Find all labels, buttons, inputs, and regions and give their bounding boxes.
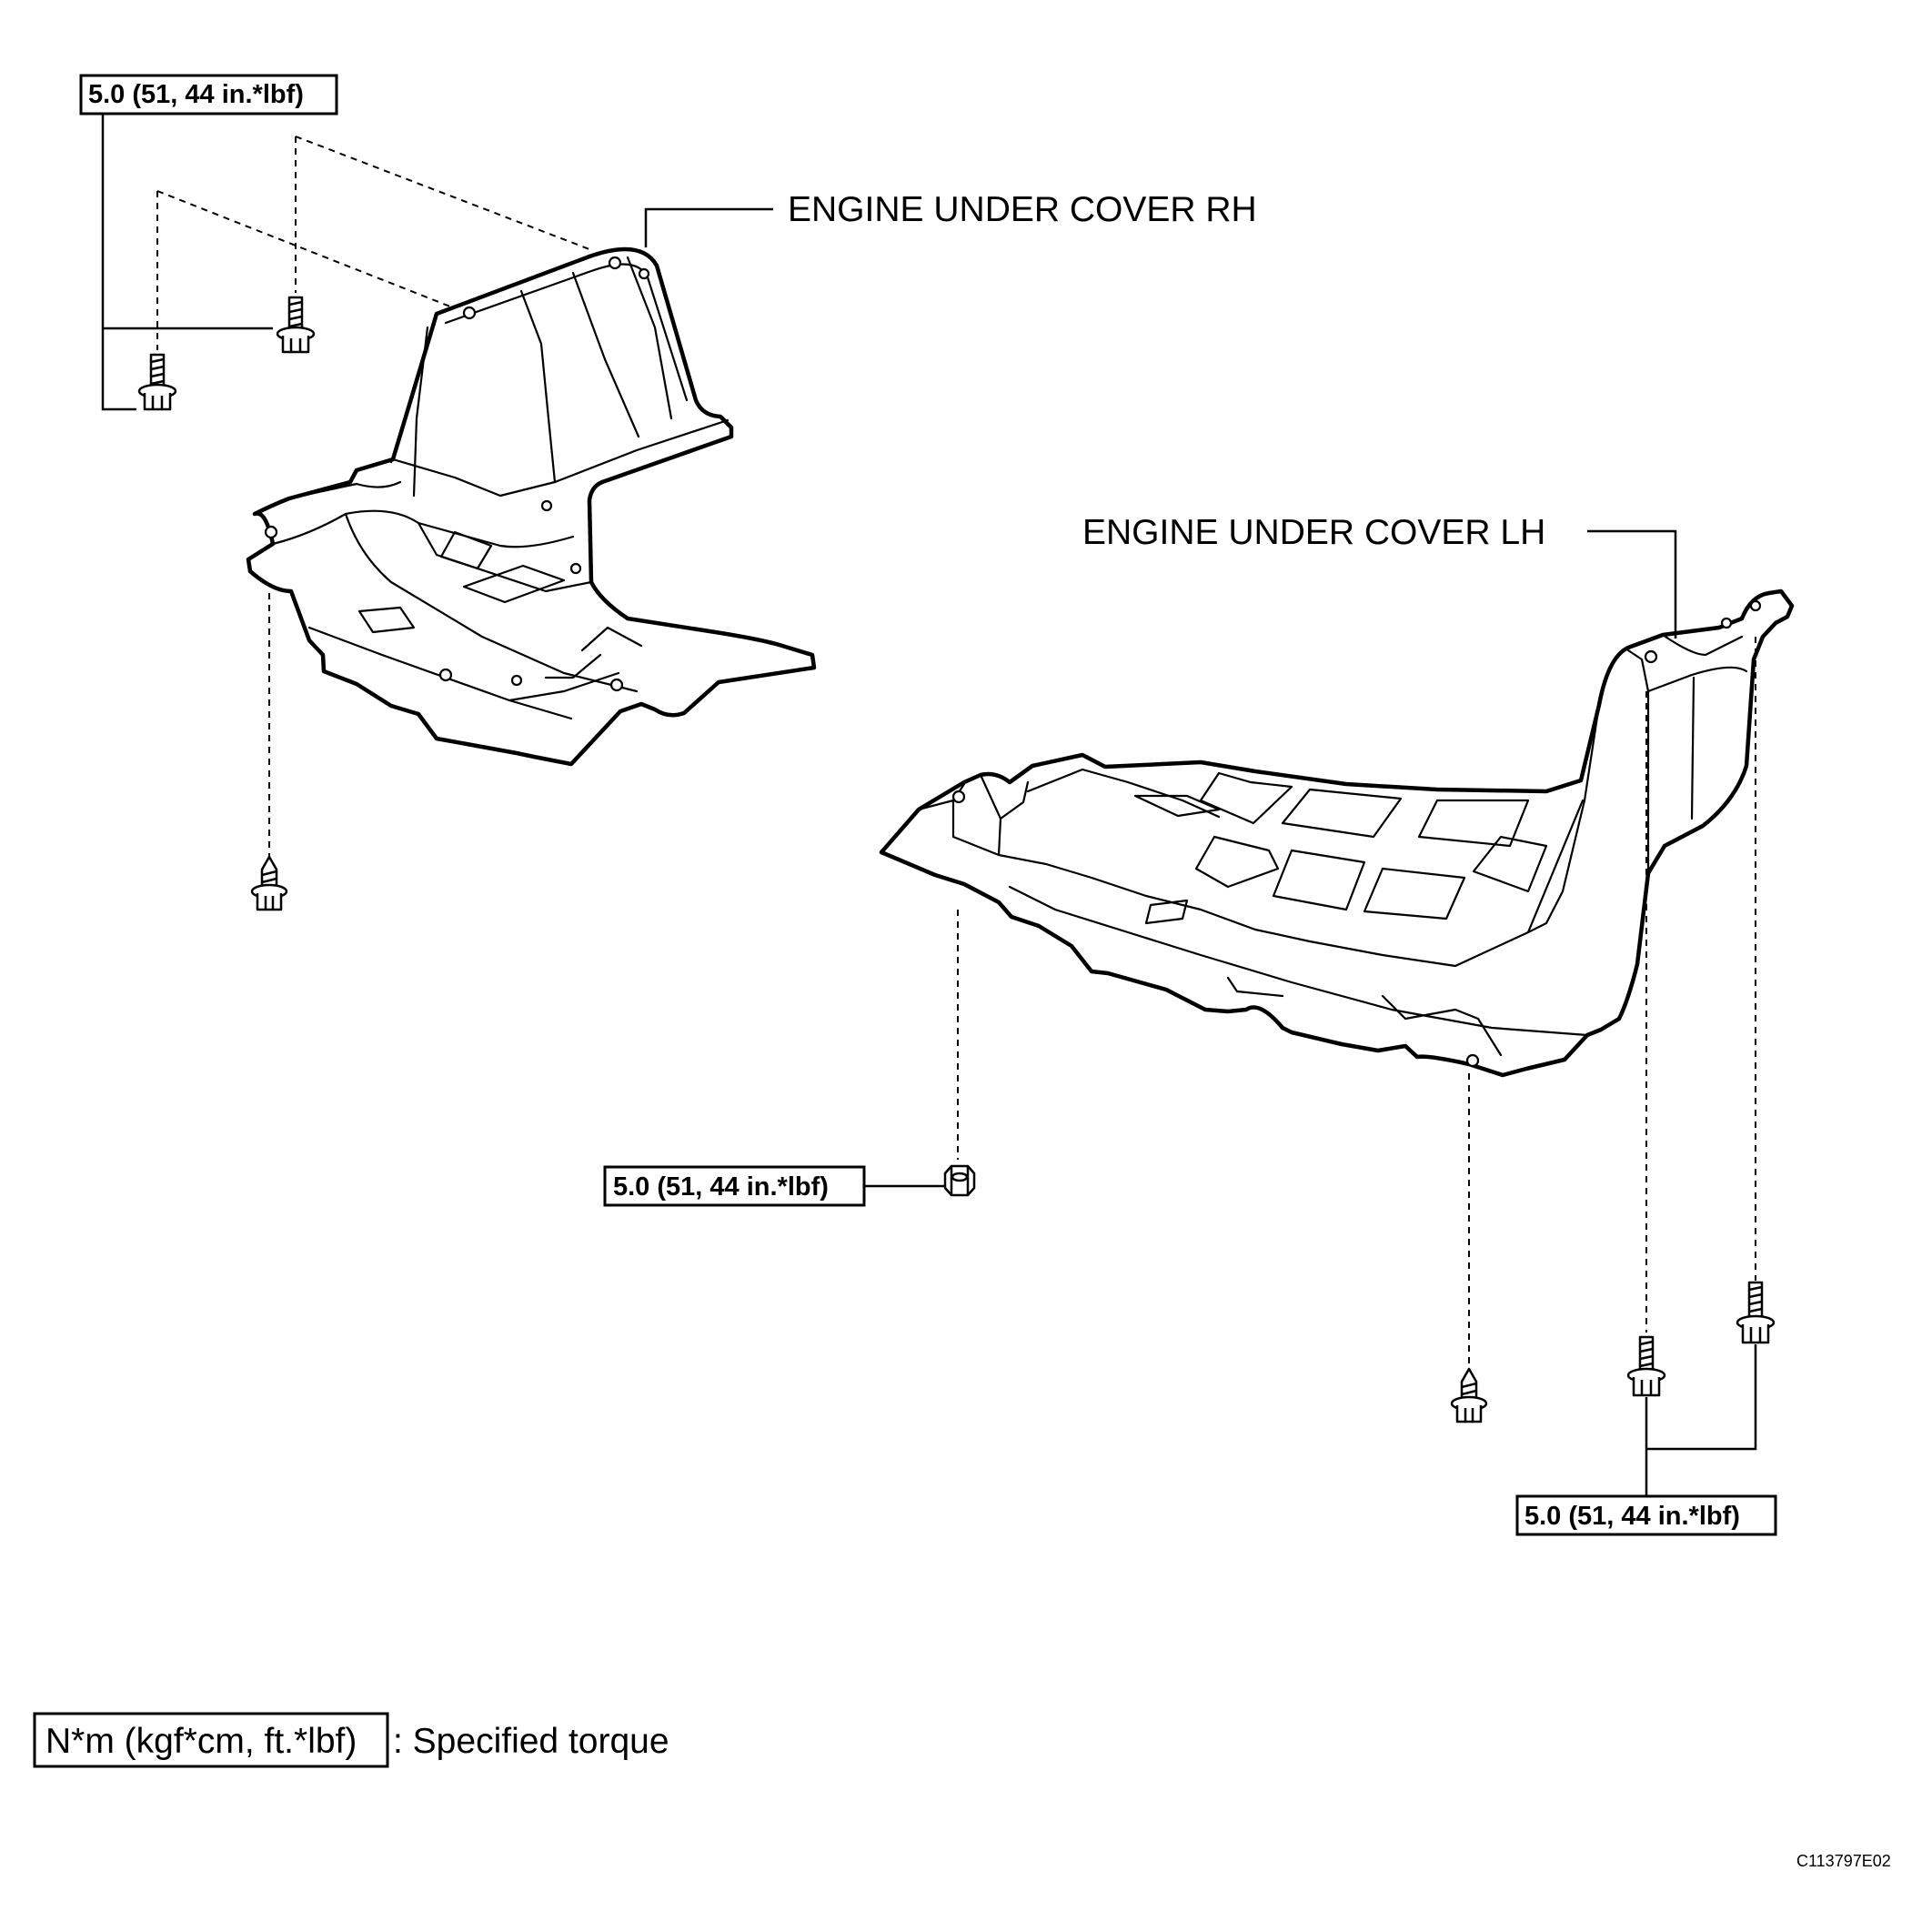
torque-callout-lh-lower: 5.0 (51, 44 in.*lbf) bbox=[1515, 1344, 1777, 1536]
label-engine-under-cover-rh: ENGINE UNDER COVER RH bbox=[644, 190, 1257, 247]
part-label-rh: ENGINE UNDER COVER RH bbox=[788, 190, 1257, 229]
torque-callout-nut: 5.0 (51, 44 in.*lbf) bbox=[603, 1165, 944, 1207]
legend-description: : Specified torque bbox=[393, 1722, 669, 1761]
torque-callout-rh-upper: 5.0 (51, 44 in.*lbf) bbox=[79, 74, 338, 411]
legend: N*m (kgf*cm, ft.*lbf) : Specified torque bbox=[33, 1712, 669, 1768]
screw-grommet-icon bbox=[1450, 1367, 1488, 1423]
bolt-icon bbox=[276, 296, 316, 354]
bolt-icon bbox=[1626, 1335, 1666, 1397]
part-label-lh: ENGINE UNDER COVER LH bbox=[1082, 513, 1545, 552]
bolt-icon bbox=[1736, 1281, 1776, 1344]
bolt-icon bbox=[137, 353, 177, 411]
legend-unit-box: N*m (kgf*cm, ft.*lbf) bbox=[45, 1722, 357, 1761]
torque-value-lh-lower: 5.0 (51, 44 in.*lbf) bbox=[1524, 1502, 1740, 1531]
engine-under-cover-lh bbox=[879, 588, 1795, 1078]
screw-grommet-icon bbox=[250, 855, 288, 911]
engine-under-cover-rh bbox=[246, 246, 817, 767]
label-engine-under-cover-lh: ENGINE UNDER COVER LH bbox=[1082, 513, 1677, 639]
document-code: C113797E02 bbox=[1796, 1852, 1891, 1870]
torque-value-rh-upper: 5.0 (51, 44 in.*lbf) bbox=[88, 80, 304, 109]
nut-icon bbox=[943, 1164, 976, 1197]
alignment-lines-rh bbox=[156, 136, 590, 858]
alignment-lines-lh bbox=[957, 637, 1756, 1367]
torque-value-nut: 5.0 (51, 44 in.*lbf) bbox=[613, 1172, 829, 1202]
